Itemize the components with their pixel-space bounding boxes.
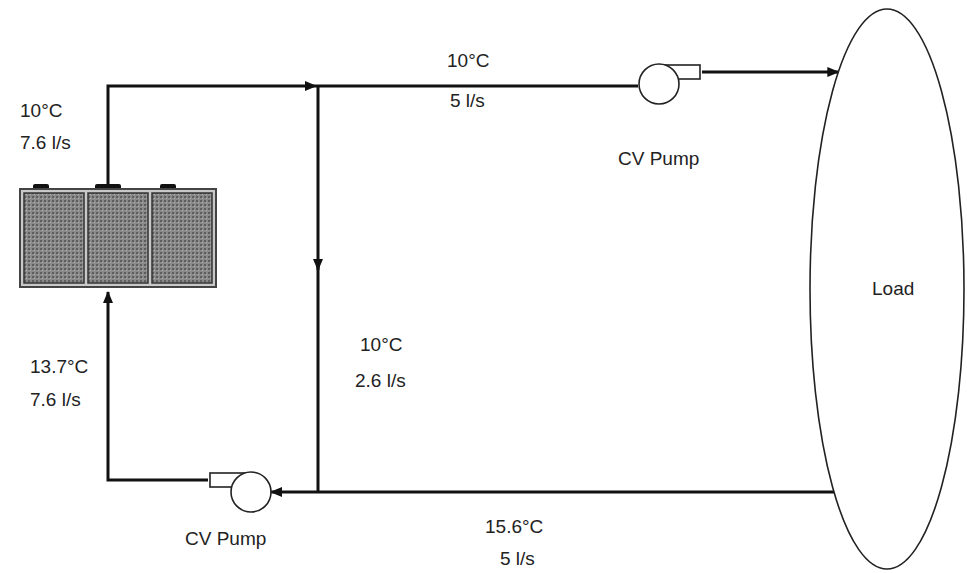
temperature-label: 13.7°C (30, 356, 88, 378)
chiller-unit (20, 184, 216, 287)
flow-rate-label: 7.6 l/s (30, 389, 81, 411)
return-pipe (108, 292, 208, 480)
pump-label: CV Pump (185, 528, 266, 550)
pump-symbol: CV Pump (638, 62, 702, 106)
temperature-label: 10°C (20, 100, 62, 122)
pipe-connector (271, 491, 834, 494)
temperature-label: 10°C (360, 334, 402, 356)
temperature-label: 15.6°C (485, 516, 543, 538)
pipe-connector (702, 71, 838, 74)
supply-pipe (316, 85, 638, 88)
node-outline (638, 62, 702, 106)
bypass-pipe (317, 266, 320, 492)
load-label: Load (872, 278, 914, 300)
load-ellipse: Load (809, 8, 965, 570)
flow-rate-label: 7.6 l/s (20, 132, 71, 154)
flow-rate-label: 5 l/s (500, 548, 535, 570)
flow-rate-label: 2.6 l/s (355, 370, 406, 392)
temperature-label: 10°C (447, 50, 489, 72)
bypass-pipe (317, 86, 320, 270)
node-outline (208, 470, 272, 514)
supply-pipe (108, 86, 316, 184)
pump-symbol: CV Pump (208, 470, 272, 514)
flow-rate-label: 5 l/s (450, 90, 485, 112)
pump-label: CV Pump (618, 148, 699, 170)
